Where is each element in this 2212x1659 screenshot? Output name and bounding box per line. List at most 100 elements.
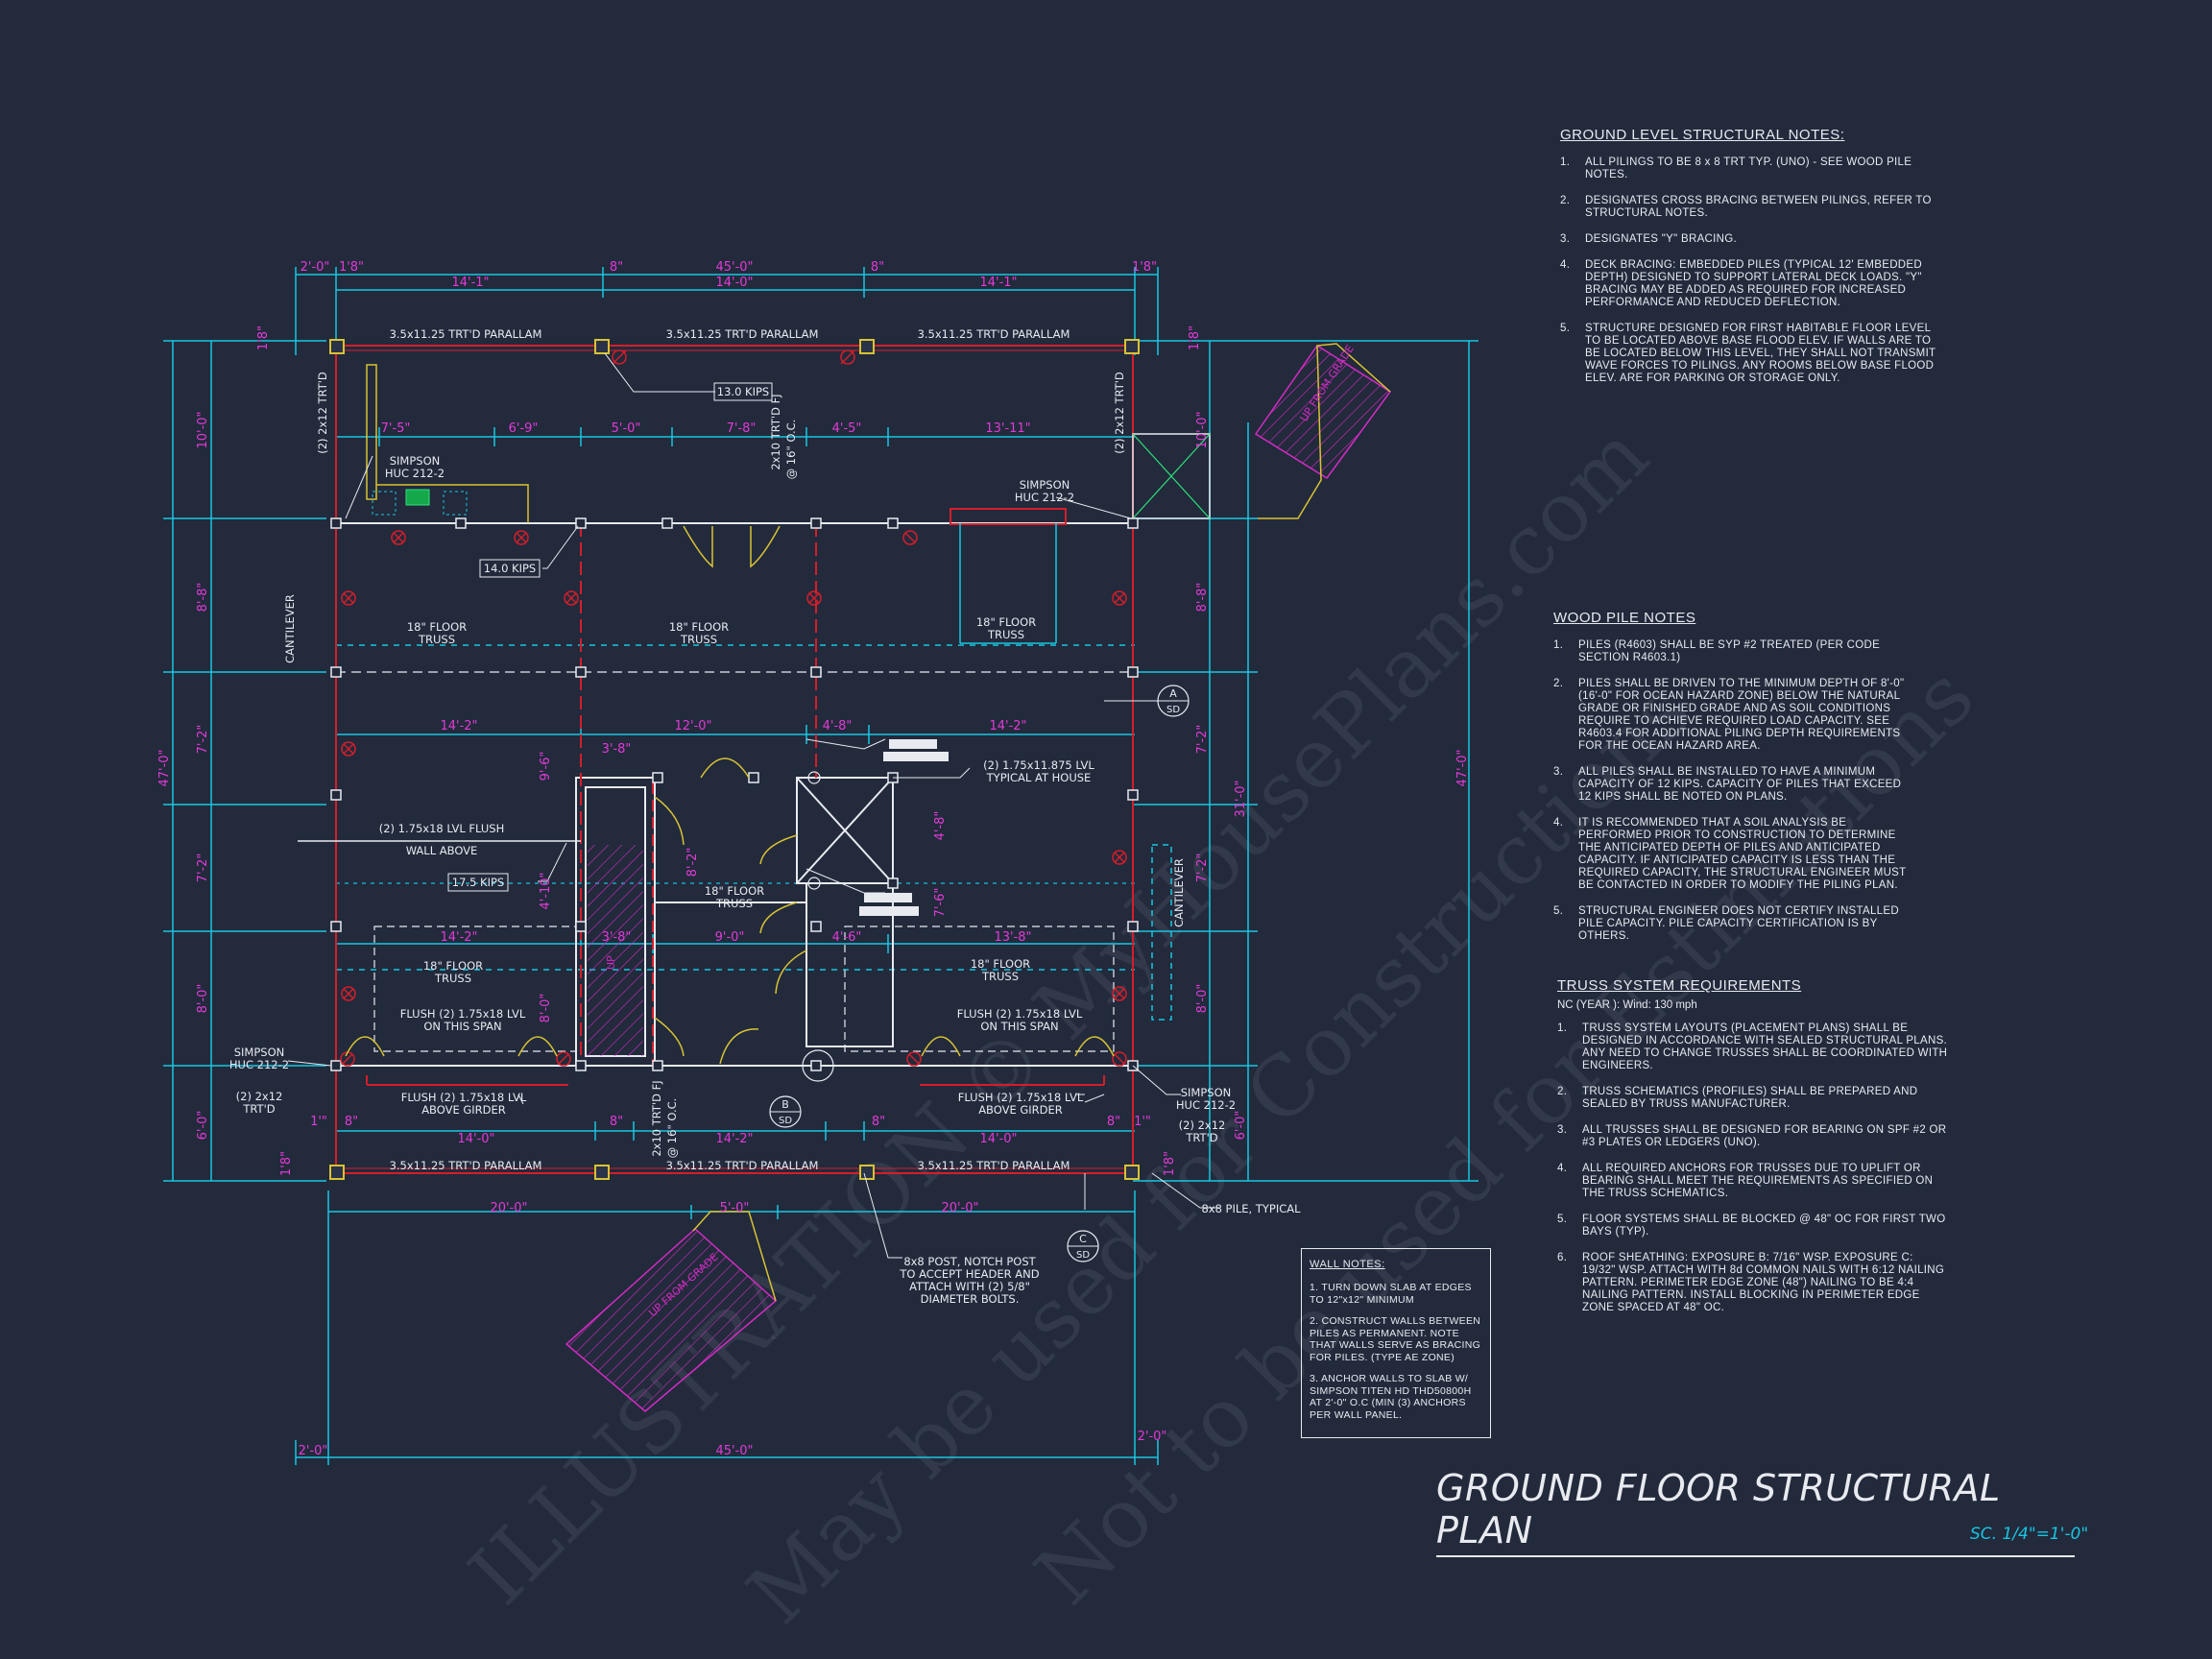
dim-int-4-8: 4'-8" xyxy=(933,811,948,841)
truss-label-1: 18" FLOOR xyxy=(407,620,467,634)
parallam-top-left: 3.5x11.25 TRT'D PARALLAM xyxy=(390,327,542,341)
simpson-lower-left: SIMPSON xyxy=(234,1046,285,1059)
simpson-lower-right-2: HUC 212-2 xyxy=(1176,1098,1236,1112)
small-2x12-right-1: (2) 2x12 xyxy=(1179,1118,1226,1132)
dim-row-upper-5: 4'-5" xyxy=(832,421,862,436)
truss-label-2: 18" FLOOR xyxy=(669,620,729,634)
right-2x12-label: (2) 2x12 TRT'D xyxy=(1113,372,1126,454)
truss-sub-1: TRUSS xyxy=(418,633,455,646)
dim-right-8ft: 8'-0" xyxy=(1195,984,1210,1014)
pile-notes-title: WOOD PILE NOTES xyxy=(1553,610,1696,626)
parallam-top-right: 3.5x11.25 TRT'D PARALLAM xyxy=(918,327,1070,341)
dim-top-14-1-right: 14'-1" xyxy=(979,276,1017,290)
lvl-flush-2: WALL ABOVE xyxy=(406,844,478,857)
kips-17: 17.5 KIPS xyxy=(452,876,504,889)
dim-int-4-10: 4'-10" xyxy=(539,872,553,909)
dim-top-8in-left: 8" xyxy=(610,260,623,275)
cross-bracing-markers xyxy=(340,349,1127,1067)
column-circle xyxy=(802,1049,834,1082)
dim-row-mid-2: 12'-0" xyxy=(674,719,711,733)
dim-right-7-2b: 7'-2" xyxy=(1195,854,1210,883)
section-c-sheet: SD xyxy=(1076,1250,1090,1261)
simpson-upper-left: SIMPSON xyxy=(390,454,441,468)
simpson-upper-right-2: HUC 212-2 xyxy=(1015,491,1074,504)
small-2x12-left-2: TRT'D xyxy=(242,1102,275,1116)
dim-bottom-8c: 8" xyxy=(872,1115,885,1129)
dim-small-left: 1'8" xyxy=(256,325,271,350)
dim-bottom-14a: 14'-0" xyxy=(457,1132,494,1146)
redacted-tags xyxy=(859,739,949,916)
ground-note-3: 3.DESIGNATES "Y" BRACING. xyxy=(1560,233,1737,245)
small-2x12-right-2: TRT'D xyxy=(1185,1131,1217,1144)
plan-labels: 3.5x11.25 TRT'D PARALLAM 3.5x11.25 TRT'D… xyxy=(229,327,1301,1306)
flush-girder-left-1: FLUSH (2) 1.75x18 LVL xyxy=(401,1091,527,1104)
lvl-house-2: TYPICAL AT HOUSE xyxy=(986,771,1092,784)
doors xyxy=(345,364,1115,1065)
dim-row-mid-1: 14'-2" xyxy=(440,719,477,733)
dim-int-8ft: 8'-0" xyxy=(539,994,553,1023)
ground-note-4: 4.DECK BRACING: EMBEDDED PILES (TYPICAL … xyxy=(1560,259,1922,308)
dim-left-47ft: 47'-0" xyxy=(157,749,172,786)
stair-lower-left: UP FROM GRADE xyxy=(565,1211,778,1412)
ground-level-notes: GROUND LEVEL STRUCTURAL NOTES: 1.ALL PIL… xyxy=(1560,127,1944,398)
dim-left-8-8: 8'-8" xyxy=(196,583,210,613)
dim-bottom-left-2ft: 2'-0" xyxy=(299,1444,328,1458)
truss-label-3: 18" FLOOR xyxy=(976,615,1036,629)
truss-label-4: 18" FLOOR xyxy=(705,884,764,898)
dim-top-14-1-left: 14'-1" xyxy=(451,276,489,290)
simpson-upper-right: SIMPSON xyxy=(1020,478,1070,492)
truss-notes-subtitle: NC (YEAR ): Wind: 130 mph xyxy=(1557,999,1697,1011)
dim-int-9-6: 9'-6" xyxy=(539,752,553,781)
wall-note-1: 1. TURN DOWN SLAB AT EDGES TO 12"x12" MI… xyxy=(1310,1282,1472,1306)
truss-note-2: 2.TRUSS SCHEMATICS (PROFILES) SHALL BE P… xyxy=(1557,1086,1918,1110)
dimension-lines xyxy=(163,267,1479,1465)
truss-note-1: 1.TRUSS SYSTEM LAYOUTS (PLACEMENT PLANS)… xyxy=(1557,1022,1948,1071)
section-a-letter: A xyxy=(1169,687,1177,700)
dim-row-upper-2: 6'-9" xyxy=(509,421,539,436)
truss-sub-3: TRUSS xyxy=(987,628,1024,641)
dim-bottom-8a: 8" xyxy=(345,1115,358,1129)
wood-pile-notes: WOOD PILE NOTES 1.PILES (R4603) SHALL BE… xyxy=(1553,610,1909,956)
ground-note-1: 1.ALL PILINGS TO BE 8 x 8 TRT TYP. (UNO)… xyxy=(1560,156,1912,180)
cantilever-right: CANTILEVER xyxy=(1172,858,1186,927)
dim-bottom-14-2: 14'-2" xyxy=(715,1132,753,1146)
parallam-top-mid: 3.5x11.25 TRT'D PARALLAM xyxy=(666,327,819,341)
kips-14: 14.0 KIPS xyxy=(484,562,536,575)
dim-small-right: 1'8" xyxy=(1188,325,1202,350)
beams xyxy=(298,345,1134,1174)
drawing-title: GROUND FLOOR STRUCTURAL PLAN xyxy=(1436,1467,2075,1557)
section-marker-a: A SD xyxy=(1157,685,1190,717)
dim-row-lower-1: 14'-2" xyxy=(440,930,477,945)
lvl-house-1: (2) 1.75x11.875 LVL xyxy=(983,758,1094,772)
dim-left-7-2b: 7'-2" xyxy=(196,854,210,883)
truss-label-5: 18" FLOOR xyxy=(423,959,483,973)
truss-note-6: 6.ROOF SHEATHING: EXPOSURE B: 7/16" WSP.… xyxy=(1557,1252,1945,1313)
post-note-1: 8x8 POST, NOTCH POST xyxy=(903,1255,1036,1268)
dim-top-14ft: 14'-0" xyxy=(715,276,753,290)
hvac-box xyxy=(372,489,468,516)
truss-notes-title: TRUSS SYSTEM REQUIREMENTS xyxy=(1557,977,1802,994)
section-b-sheet: SD xyxy=(779,1116,792,1126)
ground-note-2: 2.DESIGNATES CROSS BRACING BETWEEN PILIN… xyxy=(1560,195,1932,219)
pile-note-3: 3.ALL PILES SHALL BE INSTALLED TO HAVE A… xyxy=(1553,766,1902,803)
flush-span-left-1: FLUSH (2) 1.75x18 LVL xyxy=(400,1007,526,1021)
dim-row-mid-3: 4'-8" xyxy=(823,719,853,733)
dim-top-1ft8: 1'8" xyxy=(339,260,364,275)
wall-note-3: 3. ANCHOR WALLS TO SLAB W/ SIMPSON TITEN… xyxy=(1310,1373,1472,1421)
joist-bottom-label: 2x10 TRT'D FJ xyxy=(650,1080,663,1156)
dim-row-mid-4: 14'-2" xyxy=(989,719,1026,733)
leader-lines xyxy=(287,352,1219,1259)
dim-int-8-2: 8'-2" xyxy=(685,848,700,878)
interior-stair-up-label: UP xyxy=(605,955,617,970)
truss-note-5: 5.FLOOR SYSTEMS SHALL BE BLOCKED @ 48" O… xyxy=(1557,1214,1946,1238)
wall-note-2: 2. CONSTRUCT WALLS BETWEEN PILES AS PERM… xyxy=(1310,1315,1481,1363)
pile-note-1: 1.PILES (R4603) SHALL BE SYP #2 TREATED … xyxy=(1553,639,1881,663)
joist-top-label: 2x10 TRT'D FJ xyxy=(769,394,782,469)
piles xyxy=(329,339,1140,1180)
dim-row-upper-1: 7'-5" xyxy=(381,421,411,436)
column-marker-lower xyxy=(807,877,821,890)
lvl-flush-1: (2) 1.75x18 LVL FLUSH xyxy=(379,822,505,835)
dim-left-7-2a: 7'-2" xyxy=(196,725,210,755)
dim-right-8-8: 8'-8" xyxy=(1195,583,1210,613)
dim-bottom-1a: 1'" xyxy=(310,1115,327,1129)
